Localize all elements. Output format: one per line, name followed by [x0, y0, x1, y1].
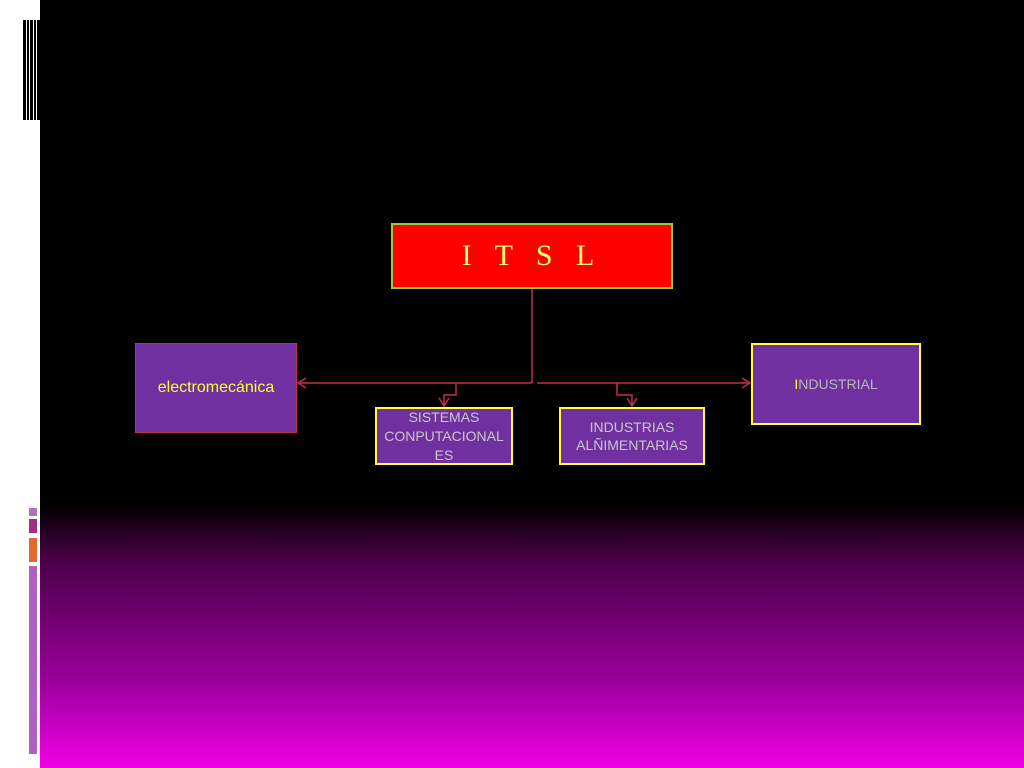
accent-block-1: [29, 508, 37, 516]
node-industrial: INDUSTRIAL: [751, 343, 921, 425]
node-industrial-rest: NDUSTRIAL: [798, 376, 878, 392]
node-industrial-first-letter: I: [794, 376, 799, 392]
node-sistemas-label: SISTEMAS CONPUTACIONAL ES: [384, 408, 504, 465]
root-node: I T S L: [391, 223, 673, 289]
node-industrias-label: INDUSTRIAS ALÑIMENTARIAS: [576, 418, 688, 454]
root-node-label: I T S L: [461, 239, 603, 272]
connector-to-industrias: [616, 383, 633, 405]
node-sistemas: SISTEMAS CONPUTACIONAL ES: [375, 407, 513, 465]
arrow-industrial: [741, 377, 752, 389]
node-sistemas-line-3: ES: [434, 446, 454, 463]
arrow-industrias: [626, 397, 638, 408]
node-industrias-line-2: ALÑIMENTARIAS: [576, 437, 688, 453]
accent-block-2: [29, 519, 37, 533]
node-industrial-label: INDUSTRIAL: [794, 376, 877, 392]
node-industrias: INDUSTRIAS ALÑIMENTARIAS: [559, 407, 705, 465]
node-industrias-line-1: INDUSTRIAS: [589, 419, 675, 435]
accent-block-3: [29, 538, 37, 562]
node-electromecanica: electromecánica: [135, 343, 297, 433]
arrow-electro: [296, 377, 307, 389]
node-electromecanica-label: electromecánica: [157, 379, 275, 396]
node-sistemas-line-2: CONPUTACIONAL: [384, 427, 504, 444]
side-decoration-strip: [0, 0, 41, 768]
node-sistemas-line-1: SISTEMAS: [408, 408, 480, 425]
barcode-decoration: [23, 20, 41, 120]
accent-block-4: [29, 566, 37, 754]
arrow-sistemas: [438, 397, 450, 408]
connector-to-sistemas: [443, 383, 457, 405]
